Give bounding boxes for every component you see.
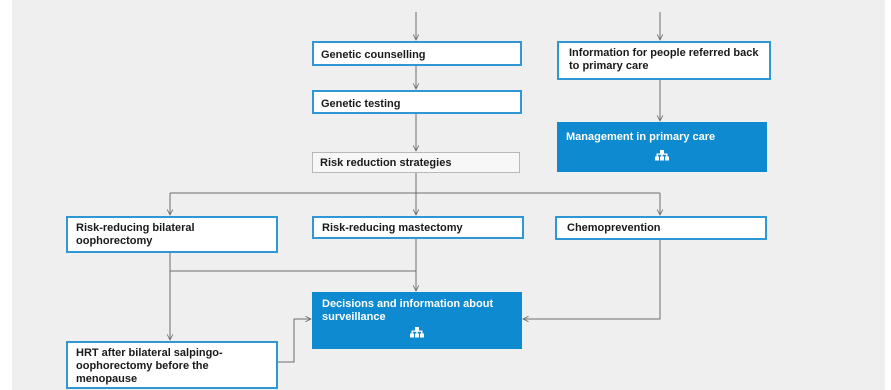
- node-hrt-after-bso[interactable]: HRT after bilateral salpingo-oophorectom…: [66, 341, 278, 389]
- connector-chemoprevention-to-decisions: [523, 240, 661, 319]
- node-risk-reduction-strategies[interactable]: Risk reduction strategies: [312, 152, 520, 173]
- node-hrt-after-bso-label: HRT after bilateral salpingo-oophorectom…: [76, 347, 223, 385]
- node-risk-reducing-bilateral-oophorectomy-label: Risk-reducing bilateral oophorectomy: [76, 222, 195, 247]
- node-info-primary-care[interactable]: Information for people referred back to …: [557, 41, 771, 80]
- node-genetic-testing-label: Genetic testing: [321, 98, 401, 110]
- node-chemoprevention-label: Chemoprevention: [567, 222, 661, 234]
- node-risk-reducing-bilateral-oophorectomy[interactable]: Risk-reducing bilateral oophorectomy: [66, 216, 278, 253]
- node-risk-reducing-mastectomy-label: Risk-reducing mastectomy: [322, 222, 463, 234]
- hierarchy-icon: [655, 150, 669, 161]
- node-risk-reducing-mastectomy[interactable]: Risk-reducing mastectomy: [312, 216, 524, 239]
- hierarchy-icon: [410, 327, 424, 338]
- connector-hrt-to-decisions: [278, 319, 311, 363]
- node-genetic-counselling-label: Genetic counselling: [321, 49, 426, 61]
- node-decisions-surveillance[interactable]: Decisions and information about surveill…: [312, 292, 522, 349]
- node-info-primary-care-label: Information for people referred back to …: [569, 47, 759, 72]
- node-genetic-testing[interactable]: Genetic testing: [312, 90, 522, 114]
- node-decisions-surveillance-label: Decisions and information about surveill…: [322, 298, 494, 323]
- node-management-primary-care-label: Management in primary care: [566, 131, 716, 143]
- node-genetic-counselling[interactable]: Genetic counselling: [312, 41, 522, 66]
- node-chemoprevention[interactable]: Chemoprevention: [555, 216, 767, 240]
- node-risk-reduction-strategies-label: Risk reduction strategies: [320, 157, 452, 169]
- node-management-primary-care[interactable]: Management in primary care: [557, 122, 767, 172]
